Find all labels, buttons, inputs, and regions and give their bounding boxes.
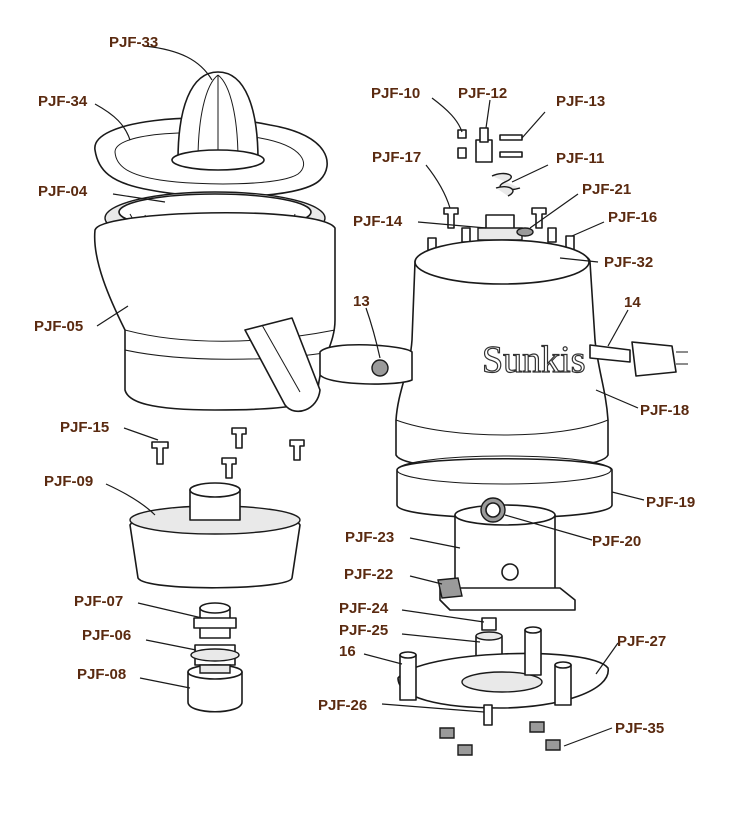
label-pjf13: PJF-13 — [556, 93, 605, 110]
part-spring-pjf11 — [491, 172, 521, 197]
brand-embossed-text: Sunkis — [482, 339, 585, 381]
part-motor-body — [454, 504, 556, 596]
label-pjf22: PJF-22 — [344, 566, 393, 583]
label-pjf16: PJF-16 — [608, 209, 657, 226]
part-base-plate — [397, 626, 609, 709]
label-n16: 16 — [339, 643, 356, 660]
part-drive-coupling — [193, 602, 237, 639]
label-pjf18: PJF-18 — [640, 402, 689, 419]
part-pins-pjf13 — [499, 134, 523, 158]
label-pjf06: PJF-06 — [82, 627, 131, 644]
label-pjf24: PJF-24 — [339, 600, 389, 617]
part-screws-pjf15 — [151, 427, 305, 479]
label-pjf14: PJF-14 — [353, 213, 403, 230]
part-nut-pjf21 — [516, 227, 534, 237]
leader-lines — [94, 45, 645, 747]
part-screw-pjf26 — [483, 704, 493, 726]
label-pjf27: PJF-27 — [617, 633, 666, 650]
label-pjf17: PJF-17 — [372, 149, 421, 166]
label-pjf19: PJF-19 — [646, 494, 695, 511]
part-clip-pjf24 — [481, 617, 497, 631]
label-pjf09: PJF-09 — [44, 473, 93, 490]
label-pjf05: PJF-05 — [34, 318, 83, 335]
label-n13: 13 — [353, 293, 370, 310]
part-power-cord — [589, 341, 688, 377]
label-pjf08: PJF-08 — [77, 666, 126, 683]
label-pjf21: PJF-21 — [582, 181, 631, 198]
label-pjf34: PJF-34 — [38, 93, 88, 110]
label-n14: 14 — [624, 294, 641, 311]
label-pjf23: PJF-23 — [345, 529, 394, 546]
callout-labels: PJF-33 PJF-34 PJF-04 PJF-05 PJF-15 PJF-0… — [34, 34, 695, 737]
part-switch-pjf12 — [475, 127, 493, 163]
part-feet-pjf35 — [439, 721, 561, 756]
part-motor-mount-pjf22 — [437, 577, 576, 611]
part-motor-housing: Sunkis — [395, 239, 609, 471]
label-pjf26: PJF-26 — [318, 697, 367, 714]
part-drive-gear — [187, 664, 243, 713]
label-pjf04: PJF-04 — [38, 183, 88, 200]
label-pjf10: PJF-10 — [371, 85, 420, 102]
part-small-screw-pjf10 — [457, 129, 467, 159]
label-pjf15: PJF-15 — [60, 419, 109, 436]
label-pjf25: PJF-25 — [339, 622, 388, 639]
label-pjf33: PJF-33 — [109, 34, 158, 51]
label-pjf35: PJF-35 — [615, 720, 664, 737]
label-pjf07: PJF-07 — [74, 593, 123, 610]
part-switch-pjf20 — [480, 497, 506, 523]
part-cord-bracket — [319, 343, 413, 385]
label-pjf32: PJF-32 — [604, 254, 653, 271]
part-screws-top-pjf17 — [443, 207, 547, 229]
part-reamer-cone — [171, 71, 265, 171]
part-base-cover — [129, 482, 301, 589]
label-pjf11: PJF-11 — [556, 150, 604, 167]
part-drive-bushing — [190, 644, 240, 666]
part-base-ring — [396, 455, 613, 519]
label-pjf20: PJF-20 — [592, 533, 641, 550]
part-bowl-housing — [93, 211, 336, 413]
label-pjf12: PJF-12 — [458, 85, 507, 102]
